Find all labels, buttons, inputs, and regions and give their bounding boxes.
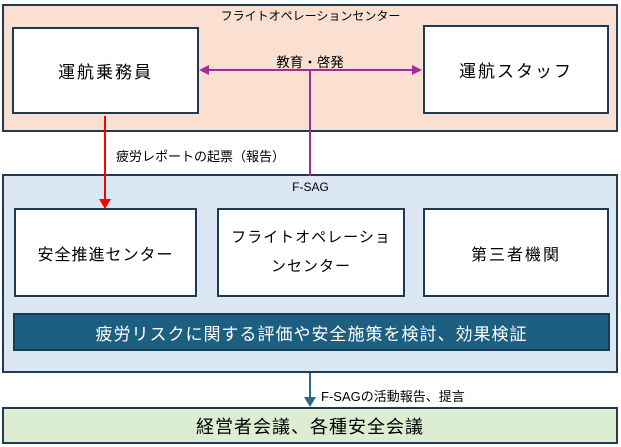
fsag-output-label: F-SAGの活動報告、提言	[321, 389, 465, 404]
third-party-organization-box: 第三者機関	[423, 208, 609, 297]
flight-operations-section-title: フライトオペレーションセンター	[220, 9, 401, 23]
operations-staff-box: 運航スタッフ	[423, 25, 609, 114]
fatigue-risk-banner: 疲労リスクに関する評価や安全施策を検討、効果検証	[13, 313, 610, 351]
arrowhead-left-icon	[199, 65, 209, 75]
arrowhead-right-icon	[412, 65, 422, 75]
fsag-section-title: F-SAG	[292, 180, 329, 194]
fatigue-report-arrow-line	[104, 116, 106, 200]
arrowhead-down-teal-icon	[304, 397, 316, 407]
management-meetings-box: 経営者会議、各種安全会議	[2, 407, 618, 444]
flight-operations-center-box: フライトオペレーションセンター	[217, 208, 405, 297]
fatigue-report-label: 疲労レポートの起票（報告）	[116, 149, 286, 164]
safety-promotion-center-box: 安全推進センター	[14, 208, 197, 297]
arrowhead-down-red-icon	[99, 199, 111, 209]
education-arrow-line	[208, 69, 414, 71]
fsag-output-arrow-line	[309, 373, 311, 398]
education-arrow-label: 教育・啓発	[276, 55, 344, 70]
flight-crew-box: 運航乗務員	[12, 27, 199, 114]
education-arrow-drop-line	[309, 70, 311, 176]
